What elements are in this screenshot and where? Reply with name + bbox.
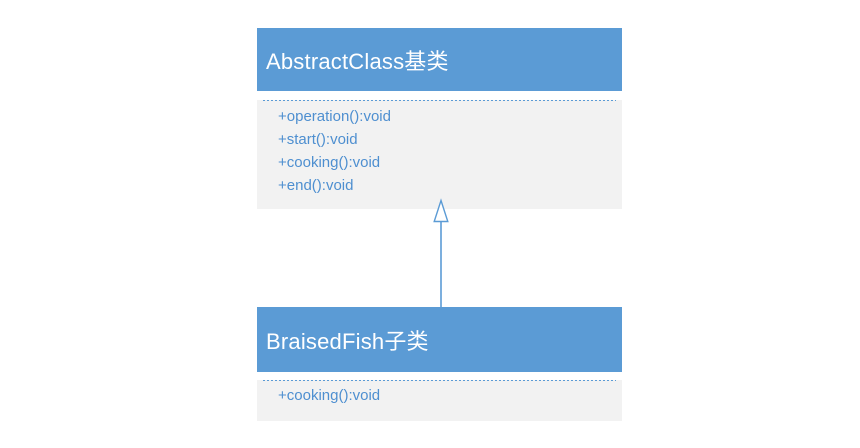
class-methods-section-braisedfish: +cooking():void <box>257 380 622 421</box>
method-start: +start():void <box>278 131 358 148</box>
class-header-braisedfish: BraisedFish子类 <box>257 307 622 372</box>
class-title-abstractclass: AbstractClass基类 <box>266 48 449 74</box>
method-list-abstractclass: +operation():void +start():void +cooking… <box>257 101 622 197</box>
method-cooking: +cooking():void <box>278 154 381 171</box>
separator-line <box>263 100 616 101</box>
class-methods-section-abstractclass: +operation():void +start():void +cooking… <box>257 100 622 209</box>
class-header-abstractclass: AbstractClass基类 <box>257 28 622 91</box>
class-title-braisedfish: BraisedFish子类 <box>266 328 429 354</box>
method-operation: +operation():void <box>278 108 391 125</box>
method-list-braisedfish: +cooking():void <box>257 381 622 407</box>
method-end: +end():void <box>278 177 354 194</box>
method-cooking-child: +cooking():void <box>278 387 381 404</box>
class-box-braisedfish: BraisedFish子类 +cooking():void <box>257 307 622 421</box>
class-box-abstractclass: AbstractClass基类 +operation():void +start… <box>257 28 622 209</box>
separator-line <box>263 380 616 381</box>
